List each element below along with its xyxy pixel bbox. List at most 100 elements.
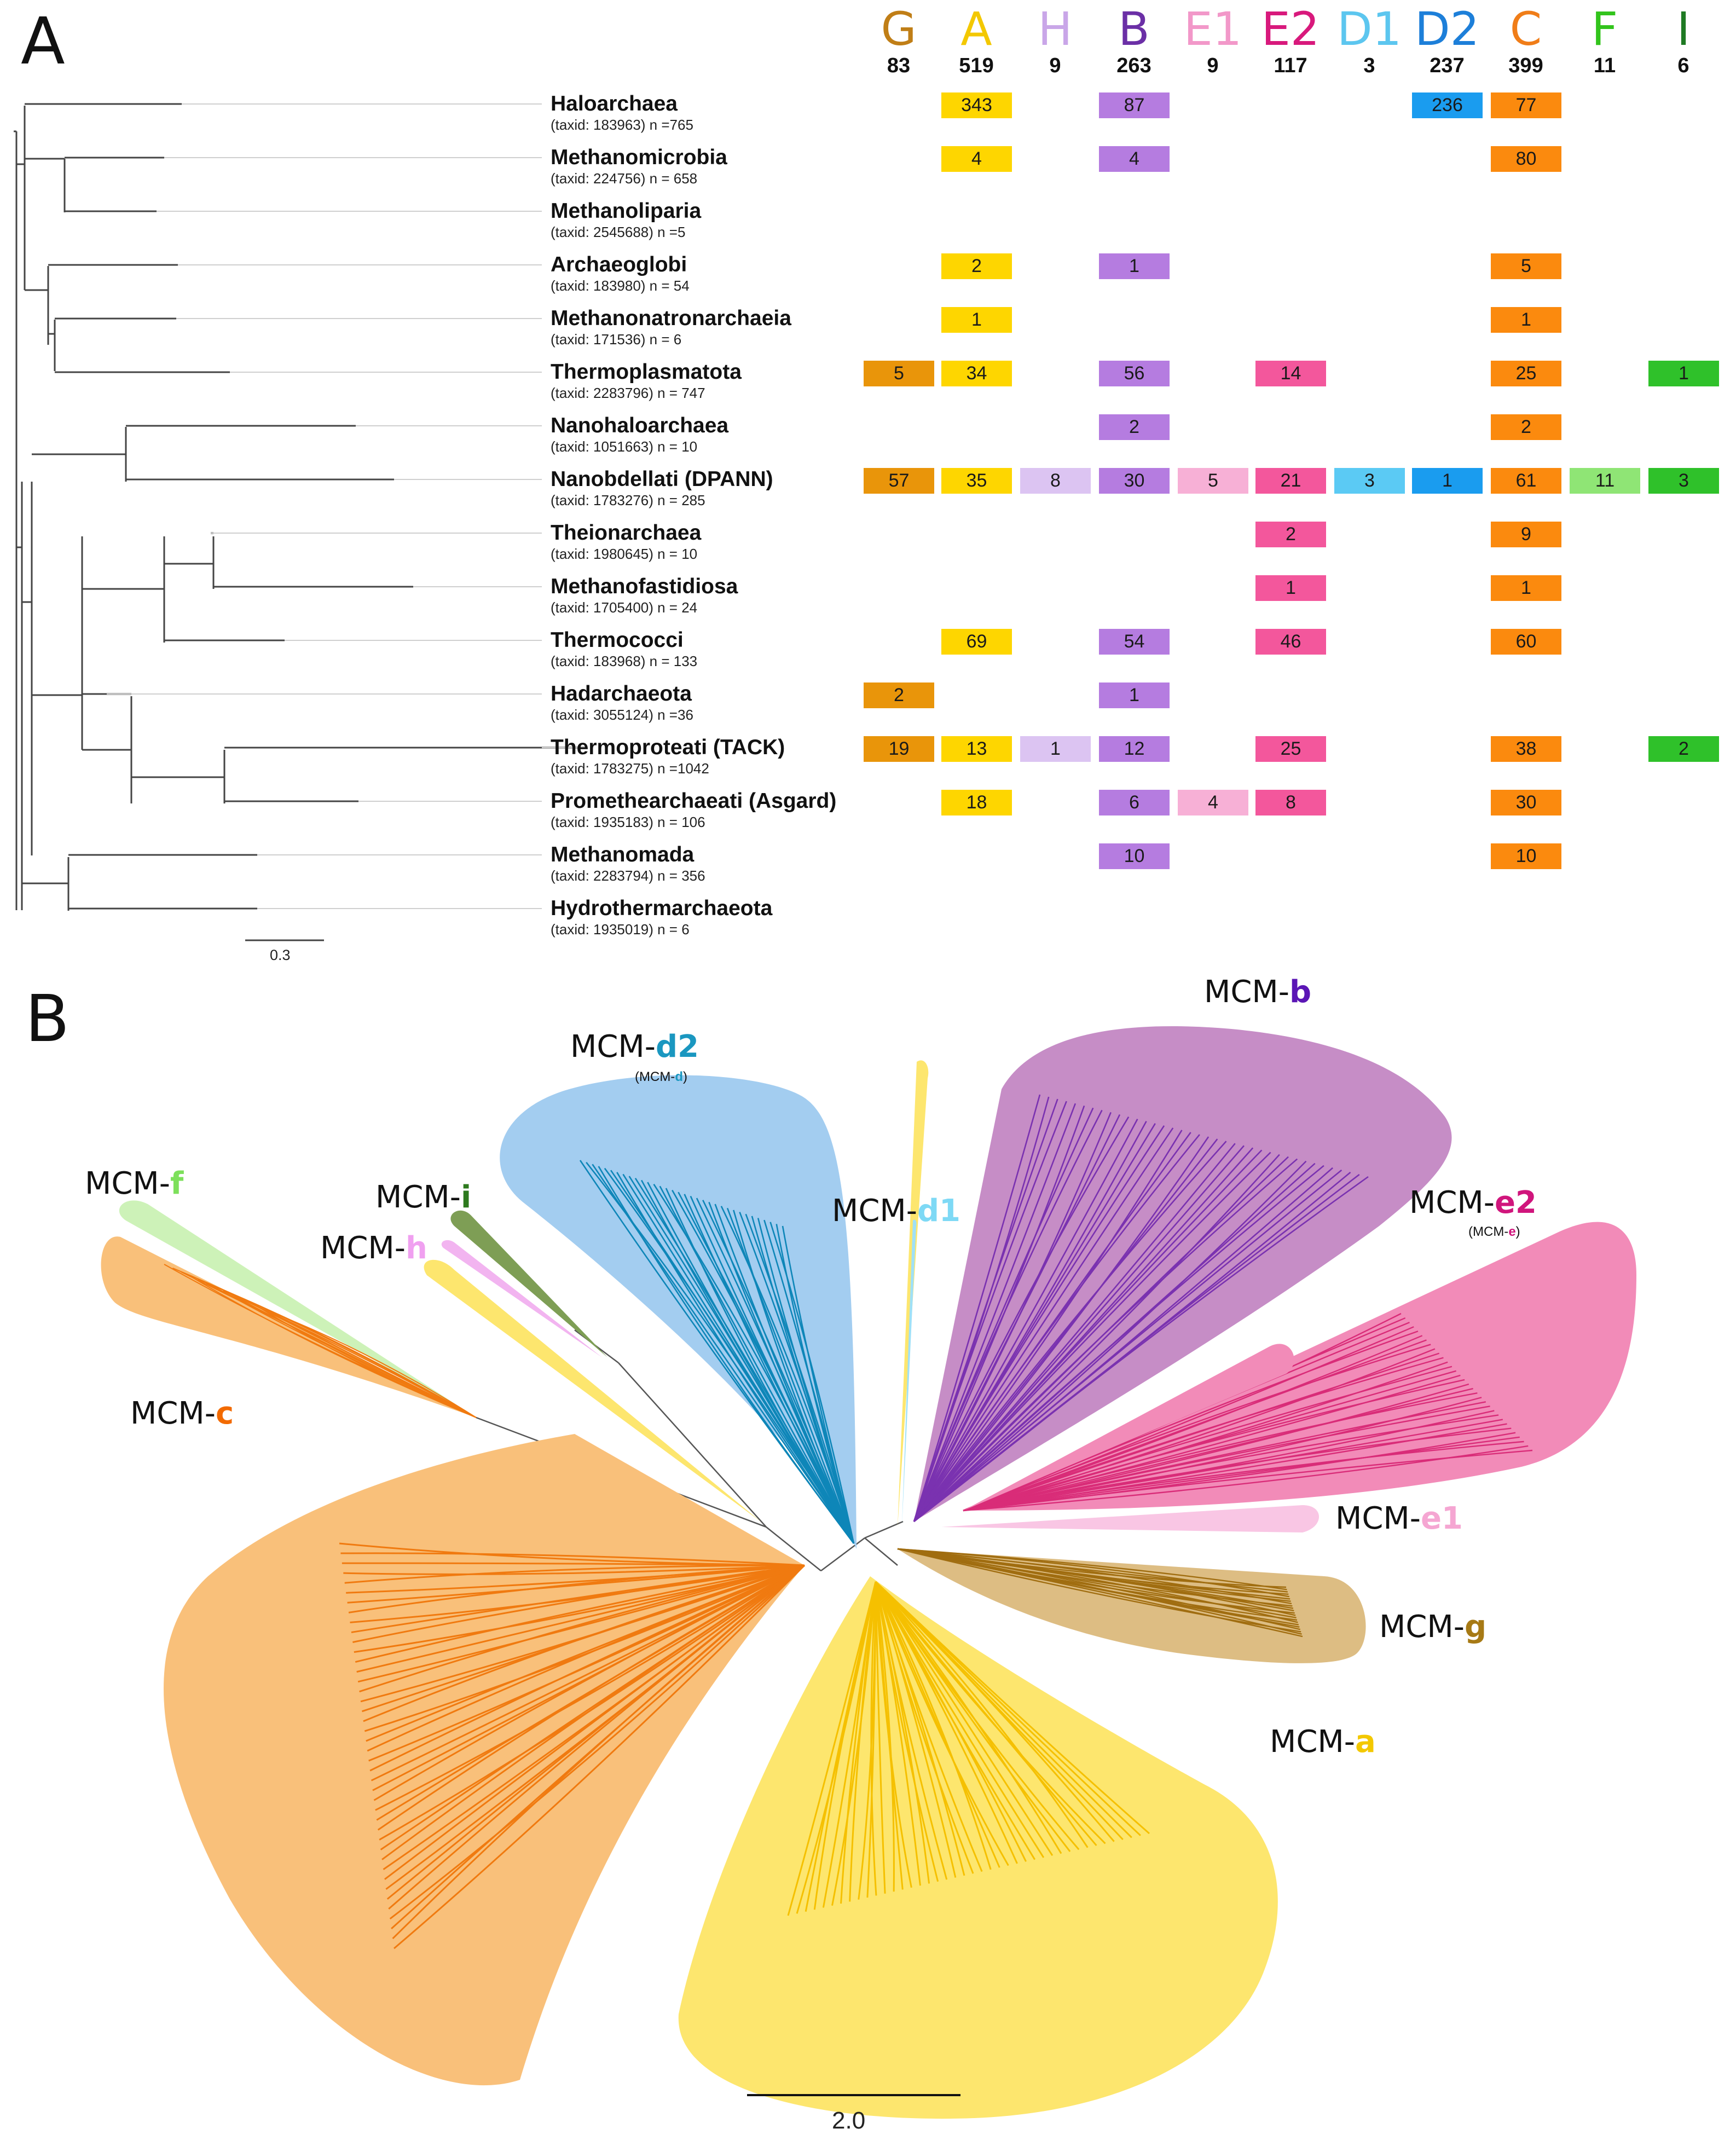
count-cell-e2: 14 [1255, 361, 1326, 386]
clade-a-small [424, 1259, 761, 1522]
count-cell-a: 35 [941, 468, 1012, 494]
taxon-name: Hadarchaeota [551, 682, 692, 705]
taxon-row: Archaeoglobi(taxid: 183980) n = 54 [551, 252, 690, 294]
taxon-name: Thermococci [551, 628, 684, 652]
count-cell-i: 1 [1648, 361, 1719, 386]
count-cell-c: 2 [1491, 414, 1561, 440]
clade-label-f: MCM-f [85, 1166, 183, 1201]
count-cell-a: 69 [941, 629, 1012, 655]
taxon-name: Archaeoglobi [551, 253, 687, 276]
clade-c-small [101, 1236, 477, 1418]
count-cell-e2: 2 [1255, 522, 1326, 547]
count-cell-b: 10 [1099, 843, 1170, 869]
column-total: 9 [1207, 54, 1219, 77]
column-letter: E1 [1183, 2, 1242, 56]
taxon-row: Hadarchaeota(taxid: 3055124) n =36 [551, 681, 693, 723]
clade-label-suffix: h [405, 1230, 427, 1266]
taxon-row: Nanobdellati (DPANN)(taxid: 1783276) n =… [551, 467, 773, 508]
count-cell-b: 87 [1099, 92, 1170, 118]
count-cell-c: 9 [1491, 522, 1561, 547]
clade-label-prefix: MCM- [85, 1166, 170, 1201]
column-letter: D2 [1414, 2, 1480, 56]
clade-label-g: MCM-g [1379, 1609, 1486, 1645]
count-cell-b: 1 [1099, 683, 1170, 708]
clade-i [450, 1210, 607, 1357]
clade-sublabel-e2: (MCM-e) [1468, 1224, 1520, 1240]
clade-e1 [941, 1505, 1319, 1532]
count-cell-g: 57 [864, 468, 934, 494]
taxon-meta: (taxid: 171536) n = 6 [551, 331, 682, 348]
taxon-name: Nanobdellati (DPANN) [551, 467, 773, 491]
clade-label-d1: MCM-d1 [832, 1193, 960, 1229]
taxon-meta: (taxid: 1980645) n = 10 [551, 546, 698, 562]
column-letter: D1 [1336, 2, 1402, 56]
count-cell-b: 2 [1099, 414, 1170, 440]
count-cell-d1: 3 [1334, 468, 1405, 494]
count-cell-h: 1 [1020, 736, 1091, 762]
column-total: 6 [1677, 54, 1689, 77]
count-cell-i: 3 [1648, 468, 1719, 494]
clade-label-prefix: MCM- [130, 1396, 216, 1431]
count-cell-c: 30 [1491, 790, 1561, 815]
count-cell-b: 1 [1099, 253, 1170, 279]
count-cell-e2: 21 [1255, 468, 1326, 494]
count-cell-h: 8 [1020, 468, 1091, 494]
count-cell-a: 343 [941, 92, 1012, 118]
count-cell-c: 60 [1491, 629, 1561, 655]
clade-label-e1: MCM-e1 [1335, 1501, 1463, 1536]
count-cell-e1: 5 [1178, 468, 1248, 494]
taxon-row: Thermoplasmatota(taxid: 2283796) n = 747 [551, 360, 742, 401]
clade-label-suffix: c [215, 1396, 234, 1431]
column-total: 83 [887, 54, 911, 77]
taxon-row: Nanohaloarchaea(taxid: 1051663) n = 10 [551, 413, 728, 455]
clade-label-suffix: g [1464, 1609, 1487, 1645]
clade-a [678, 1576, 1278, 2119]
column-total: 3 [1363, 54, 1375, 77]
taxon-name: Methanomicrobia [551, 146, 727, 169]
count-cell-b: 56 [1099, 361, 1170, 386]
count-cell-b: 6 [1099, 790, 1170, 815]
column-total: 11 [1593, 54, 1616, 77]
taxon-row: Methanomicrobia(taxid: 224756) n = 658 [551, 145, 727, 187]
count-cell-b: 4 [1099, 146, 1170, 172]
taxon-meta: (taxid: 183963) n =765 [551, 117, 693, 133]
taxon-meta: (taxid: 183980) n = 54 [551, 277, 690, 294]
column-total: 263 [1116, 54, 1151, 77]
clade-sublabel-d2: (MCM-d) [635, 1069, 687, 1085]
count-cell-c: 10 [1491, 843, 1561, 869]
clade-d2 [500, 1075, 857, 1549]
clade-b [913, 1026, 1452, 1523]
clade-label-suffix: e2 [1494, 1185, 1537, 1221]
taxon-name: Promethearchaeati (Asgard) [551, 789, 837, 813]
taxon-meta: (taxid: 1783275) n =1042 [551, 760, 709, 777]
count-cell-a: 18 [941, 790, 1012, 815]
panel-a-letter: A [21, 3, 65, 79]
count-cell-a: 1 [941, 307, 1012, 333]
column-total: 237 [1430, 54, 1465, 77]
taxon-row: Methanonatronarchaeia(taxid: 171536) n =… [551, 306, 791, 348]
clade-label-d2: MCM-d2 [570, 1029, 699, 1065]
clade-label-prefix: MCM- [1270, 1724, 1355, 1760]
scale-bar-label-b: 2.0 [832, 2107, 866, 2134]
clade-label-e2: MCM-e2 [1409, 1185, 1537, 1221]
column-letter: F [1591, 2, 1618, 56]
taxon-row: Methanofastidiosa(taxid: 1705400) n = 24 [551, 574, 738, 616]
count-cell-b: 54 [1099, 629, 1170, 655]
column-letter: C [1509, 2, 1542, 56]
column-letter: I [1676, 2, 1691, 56]
count-cell-d2: 236 [1412, 92, 1483, 118]
clade-label-prefix: MCM- [320, 1230, 406, 1266]
taxon-meta: (taxid: 183968) n = 133 [551, 653, 698, 669]
count-cell-c: 77 [1491, 92, 1561, 118]
column-letter: E2 [1261, 2, 1320, 56]
clade-label-prefix: MCM- [375, 1179, 461, 1215]
column-total: 399 [1508, 54, 1543, 77]
taxon-meta: (taxid: 2283796) n = 747 [551, 385, 705, 401]
count-cell-g: 5 [864, 361, 934, 386]
count-cell-c: 1 [1491, 575, 1561, 601]
column-letter: H [1038, 2, 1073, 56]
